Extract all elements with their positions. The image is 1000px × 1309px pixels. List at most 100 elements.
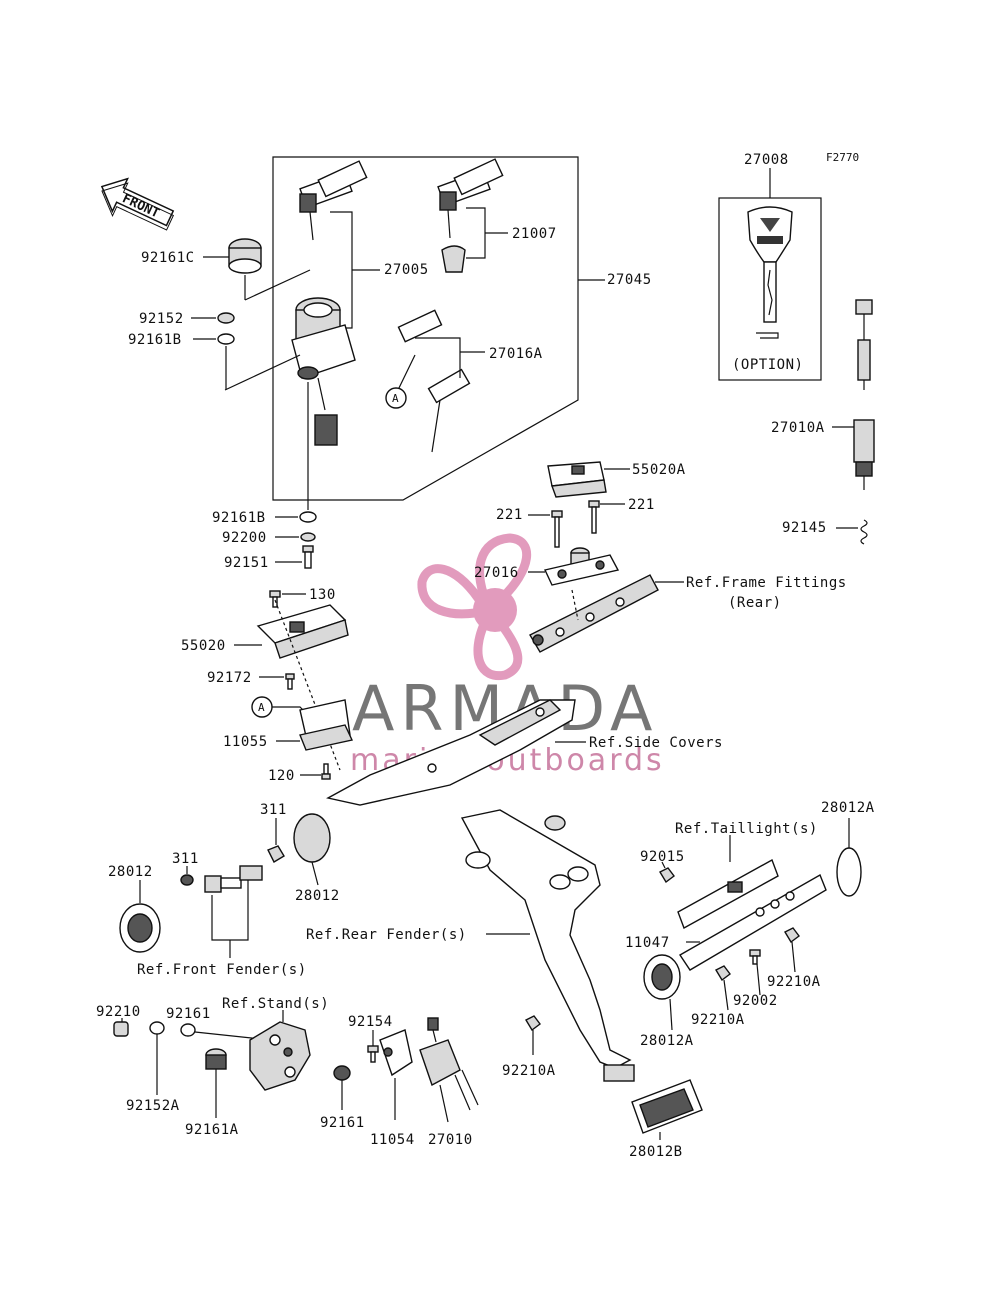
switch-27010A [853, 299, 875, 490]
part-label-11054: 11054 [370, 1132, 415, 1148]
nut-92210A-a [784, 927, 800, 944]
cap-92161C [228, 238, 262, 274]
screw-120 [321, 763, 331, 780]
part-label-311-a: 311 [260, 802, 287, 818]
part-label-92015: 92015 [640, 849, 685, 865]
stud-bolt [204, 865, 263, 893]
part-label-92161A: 92161A [185, 1122, 239, 1138]
key-27008-icon [747, 206, 793, 323]
part-label-27010: 27010 [428, 1132, 473, 1148]
part-label-120: 120 [268, 768, 295, 784]
part-label-92172: 92172 [207, 670, 252, 686]
washer-92200 [300, 532, 316, 542]
ref-frame-fittings: Ref.Frame Fittings [686, 575, 847, 591]
bracket-27016 [543, 547, 620, 586]
ref-frame-fittings-sub: (Rear) [728, 595, 782, 611]
part-label-27045: 27045 [607, 272, 652, 288]
part-label-27016: 27016 [474, 565, 519, 581]
ref-rear-fender: Ref.Rear Fender(s) [306, 927, 467, 943]
side-cover [326, 699, 576, 806]
stand-bracket [249, 1021, 311, 1091]
part-label-92161-b: 92161 [320, 1115, 365, 1131]
part-label-28012A-a: 28012A [821, 800, 875, 816]
part-label-92161: 92161 [166, 1006, 211, 1022]
nut-311-b [180, 874, 194, 886]
part-label-27016A: 27016A [489, 346, 543, 362]
washer-92161-b [333, 1065, 351, 1081]
part-label-92152: 92152 [139, 311, 184, 327]
rear-fender [460, 809, 635, 1082]
key-set-27016A [397, 309, 471, 453]
part-label-221-a: 221 [496, 507, 523, 523]
key-set-21007 [437, 158, 504, 273]
circle-marker-a-2: A [258, 701, 265, 714]
front-arrow-icon: FRONT [100, 177, 175, 231]
key-set-27005 [299, 160, 368, 241]
cover-55020 [256, 604, 349, 659]
bolt-221-b [588, 500, 600, 534]
part-label-92145: 92145 [782, 520, 827, 536]
ref-side-covers: Ref.Side Covers [589, 735, 723, 751]
part-label-92161B-a: 92161B [128, 332, 182, 348]
screw-92002 [749, 949, 761, 965]
part-label-92210A-a: 92210A [767, 974, 821, 990]
screw-92172 [285, 673, 295, 690]
part-label-130: 130 [309, 587, 336, 603]
screw-92154 [367, 1045, 379, 1063]
washer-92161B-b [299, 511, 317, 523]
nut-92210A-b [715, 965, 731, 982]
washer-92161B-a [217, 333, 235, 345]
part-label-28012-b: 28012 [108, 864, 153, 880]
spring-92145-icon [860, 519, 868, 545]
part-label-11055: 11055 [223, 734, 268, 750]
kit-outline-27045 [272, 156, 579, 501]
taillight-bracket-11047 [677, 858, 827, 971]
part-label-92210A-c: 92210A [502, 1063, 556, 1079]
reflector-28012A-a [836, 847, 862, 897]
switch-27010 [419, 1017, 479, 1111]
part-label-28012-a: 28012 [295, 888, 340, 904]
reflector-28012A-b [643, 954, 681, 1000]
diagram-code: F2770 [826, 151, 859, 164]
washer-92161 [180, 1023, 196, 1037]
cover-55020A [547, 461, 607, 498]
reflector-28012B [631, 1079, 703, 1134]
screw-92151 [302, 545, 314, 569]
cap-92161A [205, 1048, 227, 1070]
nut-92015 [659, 867, 675, 884]
ignition-switch [291, 297, 356, 446]
part-label-28012B: 28012B [629, 1144, 683, 1160]
ref-taillight: Ref.Taillight(s) [675, 821, 818, 837]
reflector-28012-b [119, 903, 161, 953]
reflector-28012-a [293, 813, 331, 863]
nut-311-a [267, 845, 285, 863]
part-label-92152A: 92152A [126, 1098, 180, 1114]
part-label-92161C: 92161C [141, 250, 195, 266]
part-label-21007: 21007 [512, 226, 557, 242]
propeller-logo-icon [417, 533, 531, 681]
part-label-27010A: 27010A [771, 420, 825, 436]
ref-front-fender: Ref.Front Fender(s) [137, 962, 307, 978]
part-label-55020: 55020 [181, 638, 226, 654]
part-label-92210: 92210 [96, 1004, 141, 1020]
part-label-11047: 11047 [625, 935, 670, 951]
ref-stand: Ref.Stand(s) [222, 996, 329, 1012]
part-label-92151: 92151 [224, 555, 269, 571]
part-label-28012A-b: 28012A [640, 1033, 694, 1049]
part-label-311-b: 311 [172, 851, 199, 867]
part-label-27005: 27005 [384, 262, 429, 278]
option-label: (OPTION) [732, 357, 803, 373]
part-label-92154: 92154 [348, 1014, 393, 1030]
nut-92210A-c [525, 1015, 541, 1032]
part-label-221-b: 221 [628, 497, 655, 513]
part-label-27008: 27008 [744, 152, 789, 168]
screw-130 [269, 590, 281, 608]
bracket-11055 [299, 699, 354, 751]
part-label-92161B-b: 92161B [212, 510, 266, 526]
cap-92210 [113, 1021, 129, 1037]
bracket-11054 [379, 1029, 413, 1077]
washer-92152 [217, 312, 235, 324]
circle-marker-a-1: A [392, 392, 399, 405]
frame-fittings-rear [529, 574, 659, 653]
